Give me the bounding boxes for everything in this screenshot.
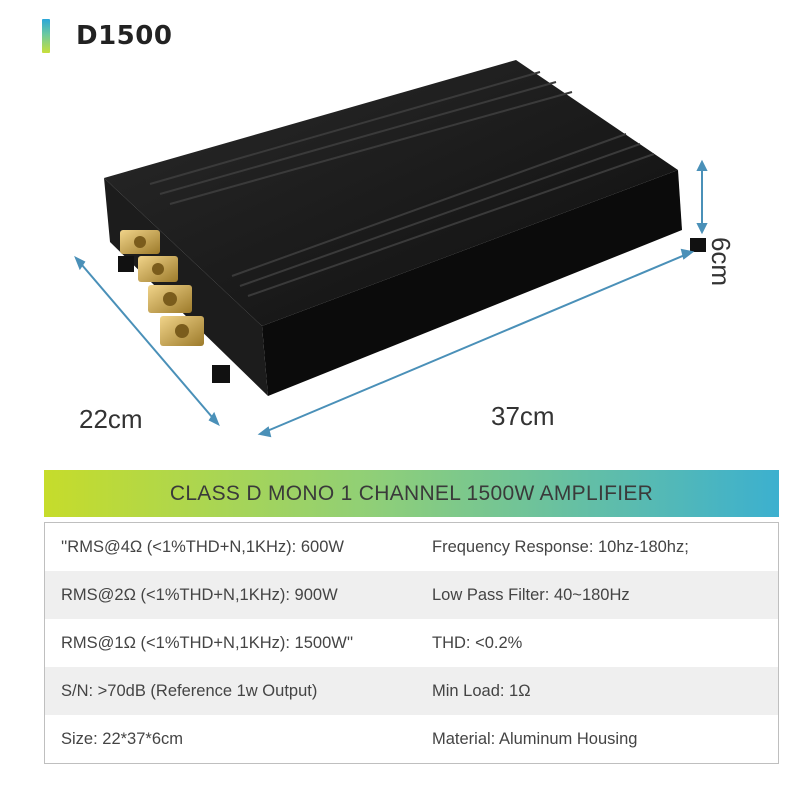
depth-dimension-label: 22cm (79, 404, 143, 434)
spec-cell-right: Material: Aluminum Housing (432, 729, 638, 748)
spec-row: S/N: >70dB (Reference 1w Output) Min Loa… (45, 667, 778, 715)
spec-cell-left: RMS@2Ω (<1%THD+N,1KHz): 900W (61, 585, 338, 604)
spec-row: Size: 22*37*6cm Material: Aluminum Housi… (45, 715, 778, 763)
spec-row: RMS@1Ω (<1%THD+N,1KHz): 1500W'' THD: <0.… (45, 619, 778, 667)
spec-cell-left: ''RMS@4Ω (<1%THD+N,1KHz): 600W (61, 537, 344, 556)
spec-cell-right: Low Pass Filter: 40~180Hz (432, 585, 630, 604)
power-terminals (120, 230, 204, 346)
amplifier-front-side (262, 170, 682, 396)
spec-banner-title: CLASS D MONO 1 CHANNEL 1500W AMPLIFIER (169, 481, 654, 505)
spec-cell-left: Size: 22*37*6cm (61, 729, 183, 748)
spec-cell-right: Frequency Response: 10hz-180hz; (432, 537, 689, 556)
title-accent-bar (42, 19, 50, 53)
spec-cell-right: Min Load: 1Ω (432, 681, 531, 700)
spec-cell-right: THD: <0.2% (432, 633, 523, 652)
product-image-area: 22cm 37cm 6cm (0, 60, 800, 460)
spec-banner: CLASS D MONO 1 CHANNEL 1500W AMPLIFIER (44, 470, 779, 517)
spec-cell-left: RMS@1Ω (<1%THD+N,1KHz): 1500W'' (61, 633, 354, 652)
spec-row: ''RMS@4Ω (<1%THD+N,1KHz): 600W Frequency… (45, 523, 778, 571)
spec-cell-left: S/N: >70dB (Reference 1w Output) (61, 681, 318, 700)
length-dimension-label: 37cm (491, 401, 555, 431)
amplifier-top-face (104, 60, 678, 326)
dimension-arrows (74, 159, 708, 438)
spec-table: ''RMS@4Ω (<1%THD+N,1KHz): 600W Frequency… (44, 522, 779, 764)
height-dimension-label: 6cm (706, 236, 737, 287)
product-title-block: D1500 (42, 18, 172, 54)
product-title: D1500 (76, 21, 173, 51)
spec-row: RMS@2Ω (<1%THD+N,1KHz): 900W Low Pass Fi… (45, 571, 778, 619)
heatsink-fins (149, 71, 655, 297)
amplifier-illustration (74, 60, 708, 438)
